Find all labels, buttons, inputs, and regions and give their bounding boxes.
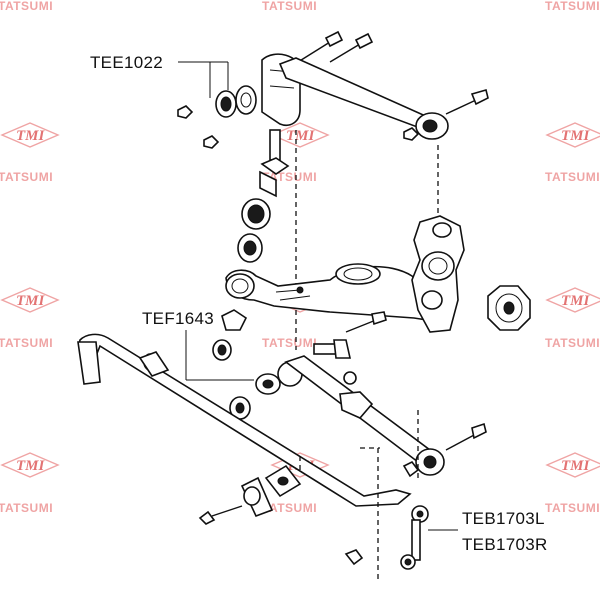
- lower-bushing-stack: [237, 198, 271, 263]
- bushing: [235, 85, 257, 115]
- bolt: [259, 129, 290, 198]
- watermark-text: TATSUMI: [0, 0, 53, 13]
- svg-text:TMI: TMI: [561, 128, 591, 144]
- lower-arm-inner-eye: [225, 273, 255, 299]
- svg-text:TMI: TMI: [16, 293, 46, 309]
- nut: [402, 460, 420, 478]
- nut: [203, 135, 220, 149]
- watermark-logo: TMI: [545, 287, 600, 313]
- watermark-logo: TMI: [270, 122, 330, 148]
- watermark-logo: TMI: [545, 452, 600, 478]
- watermark-text: TATSUMI: [545, 170, 600, 184]
- hub-flange: [487, 285, 531, 331]
- upper-arm-rod: [278, 57, 432, 129]
- watermark-logo: TMI: [0, 452, 60, 478]
- watermark-logo: TMI: [0, 122, 60, 148]
- watermark-text: TATSUMI: [0, 501, 53, 515]
- watermark-text: TATSUMI: [545, 336, 600, 350]
- bolt: [297, 30, 344, 63]
- watermark-text: TATSUMI: [545, 501, 600, 515]
- callout-tef1643: TEF1643: [142, 309, 254, 381]
- svg-text:TMI: TMI: [561, 458, 591, 474]
- watermark-text: TATSUMI: [0, 170, 53, 184]
- callout-teb1703: TEB1703L TEB1703R: [428, 509, 548, 554]
- svg-text:TMI: TMI: [16, 128, 46, 144]
- stabilizer-bushing: [240, 464, 302, 518]
- svg-text:TMI: TMI: [561, 293, 591, 309]
- watermark-logo: TMI: [545, 122, 600, 148]
- bolt: [198, 505, 243, 525]
- upper-control-arm-assembly: [177, 30, 489, 198]
- nut: [403, 127, 420, 141]
- bolt: [345, 311, 387, 333]
- watermark-text: TATSUMI: [262, 501, 317, 515]
- stabilizer-bar-body: [78, 333, 412, 507]
- alignment-lines: [295, 130, 439, 350]
- stabilizer-link: [344, 505, 429, 570]
- watermark-text: TATSUMI: [0, 336, 53, 350]
- callout-label-right: TEB1703R: [462, 535, 548, 554]
- nut: [221, 309, 248, 331]
- callout-label: TEE1022: [90, 53, 163, 72]
- bolt: [313, 339, 351, 359]
- watermark-text: TATSUMI: [262, 0, 317, 13]
- nut: [344, 549, 364, 566]
- watermark-text: TATSUMI: [545, 0, 600, 13]
- watermark-text: TATSUMI: [262, 336, 317, 350]
- bolt: [445, 89, 489, 115]
- bolt: [329, 32, 374, 63]
- svg-text:TMI: TMI: [286, 128, 316, 144]
- nut: [177, 105, 194, 119]
- callout-label: TEF1643: [142, 309, 214, 328]
- callout-label-left: TEB1703L: [462, 509, 545, 528]
- watermark-logo: TMI: [0, 287, 60, 313]
- callout-tee1022: TEE1022: [90, 53, 229, 98]
- lower-control-arm: [225, 263, 441, 323]
- lateral-link: [229, 311, 487, 478]
- knuckle: [411, 215, 531, 333]
- stabilizer-bar: [77, 333, 419, 580]
- svg-text:TMI: TMI: [16, 458, 46, 474]
- bolt: [445, 422, 487, 451]
